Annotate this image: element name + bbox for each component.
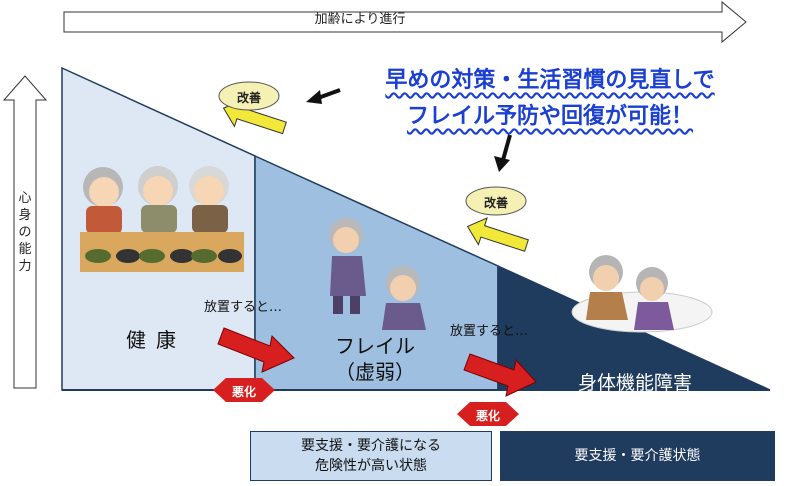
improve-bubble-lower <box>465 186 527 216</box>
neglect-label-2: 放置すると… <box>450 324 529 339</box>
improve-label-lower: 改善 <box>483 196 508 210</box>
stage-disability-label: 身体機能障害 <box>577 372 692 394</box>
care-state-box: 要支援・要介護状態 <box>500 431 775 481</box>
worsen-arrow-2 <box>463 353 537 397</box>
improve-bubble-upper <box>218 81 280 111</box>
headline-line-2: フレイル予防や回復が可能！ <box>406 104 693 129</box>
risk-state-box: 要支援・要介護になる 危険性が高い状態 <box>250 431 492 481</box>
frail-elders-illustration <box>329 218 426 330</box>
stage-frail-label: フレイル <box>335 334 415 358</box>
worsen-badge-label-1: 悪化 <box>231 385 256 399</box>
ability-arrow <box>2 75 48 389</box>
worsen-arrow-1 <box>217 327 295 373</box>
stage-frail-sublabel: （虚弱） <box>335 360 415 384</box>
improve-arrow-lower <box>466 217 529 252</box>
risk-state-line-2: 危険性が高い状態 <box>315 458 427 474</box>
neglect-label-1: 放置すると… <box>204 300 283 315</box>
pointer-arrow-left <box>306 88 341 104</box>
risk-state-line-1: 要支援・要介護になる <box>301 438 441 454</box>
aging-arrow-label: 加齢により進行 <box>314 12 406 27</box>
worsen-badge-label-2: 悪化 <box>475 409 500 423</box>
headline-line-1: 早めの対策・生活習慣の見直しで <box>385 68 715 93</box>
worsen-badge-1 <box>213 378 275 402</box>
pointer-arrow-down <box>494 134 512 172</box>
improve-label-upper: 改善 <box>236 91 261 105</box>
healthy-elders-illustration <box>80 166 244 272</box>
stage-healthy-label: 健康 <box>126 328 186 352</box>
ability-arrow-label: 心身の能力 <box>18 191 32 274</box>
aging-arrow <box>63 0 747 44</box>
worsen-badge-2 <box>457 402 519 426</box>
bedridden-couple-illustration <box>571 255 713 333</box>
care-state-label: 要支援・要介護状態 <box>574 448 701 464</box>
